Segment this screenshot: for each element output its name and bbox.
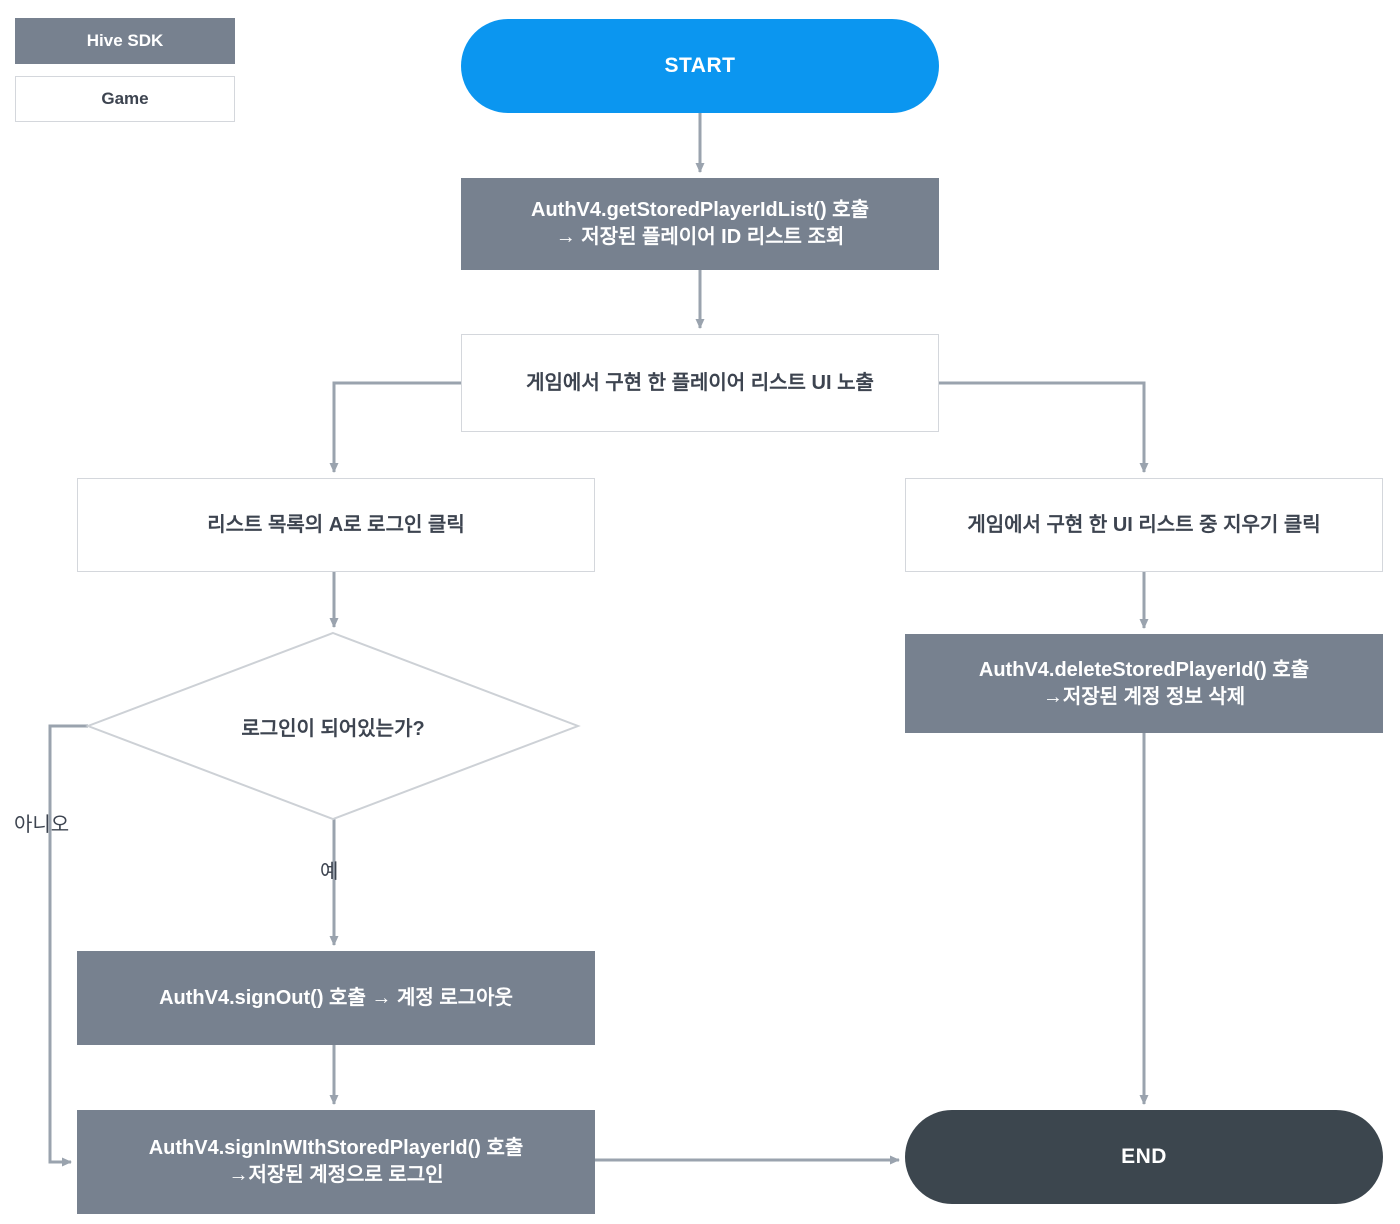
legend-hive-sdk: Hive SDK: [15, 18, 235, 64]
node-click-delete-in-ui-label: 게임에서 구현 한 UI 리스트 중 지우기 클릭: [967, 513, 1321, 536]
node-get-stored-player-id-list-line2: → 저장된 플레이어 ID 리스트 조회: [555, 226, 845, 248]
node-get-stored-player-id-list-line1: AuthV4.getStoredPlayerIdList() 호출: [531, 199, 869, 221]
edge-decision-no-to-signin: [48, 724, 88, 1167]
node-end-label: END: [1121, 1144, 1167, 1168]
node-delete-stored-player-id: AuthV4.deleteStoredPlayerId() 호출 →저장된 계정…: [905, 634, 1383, 733]
edge-label-no: 아니오: [14, 814, 70, 836]
legend-game: Game: [15, 76, 235, 122]
node-end: END: [905, 1110, 1383, 1204]
edge-uilist-to-clicklogin: [329, 381, 461, 473]
node-click-login-with-a-label: 리스트 목록의 A로 로그인 클릭: [207, 513, 465, 536]
node-start-label: START: [664, 53, 736, 77]
edge-uilist-to-clickdelete: [939, 381, 1149, 473]
node-click-login-with-a: 리스트 목록의 A로 로그인 클릭: [77, 478, 595, 572]
node-start: START: [461, 19, 939, 113]
node-player-list-ui-label: 게임에서 구현 한 플레이어 리스트 UI 노출: [526, 371, 874, 394]
node-player-list-ui: 게임에서 구현 한 플레이어 리스트 UI 노출: [461, 334, 939, 432]
edge-label-yes: 예: [320, 861, 339, 883]
node-get-stored-player-id-list: AuthV4.getStoredPlayerIdList() 호출 → 저장된 …: [461, 178, 939, 270]
node-delete-stored-player-id-line2: →저장된 계정 정보 삭제: [1042, 685, 1246, 708]
node-delete-stored-player-id-line1: AuthV4.deleteStoredPlayerId() 호출: [978, 658, 1310, 681]
legend-game-label: Game: [101, 88, 149, 108]
node-sign-in-with-stored-player-id-line1: AuthV4.signInWIthStoredPlayerId() 호출: [148, 1137, 524, 1159]
node-click-delete-in-ui: 게임에서 구현 한 UI 리스트 중 지우기 클릭: [905, 478, 1383, 572]
node-sign-in-with-stored-player-id-line2: →저장된 계정으로 로그인: [228, 1164, 444, 1186]
node-sign-out: AuthV4.signOut() 호출 → 계정 로그아웃: [77, 951, 595, 1045]
node-decision-is-logged-in-label: 로그인이 되어있는가?: [241, 717, 425, 740]
node-sign-out-label: AuthV4.signOut() 호출 → 계정 로그아웃: [159, 986, 513, 1009]
node-decision-is-logged-in: 로그인이 되어있는가?: [88, 633, 578, 819]
node-sign-in-with-stored-player-id: AuthV4.signInWIthStoredPlayerId() 호출 →저장…: [77, 1110, 595, 1214]
legend-hive-sdk-label: Hive SDK: [86, 30, 164, 50]
